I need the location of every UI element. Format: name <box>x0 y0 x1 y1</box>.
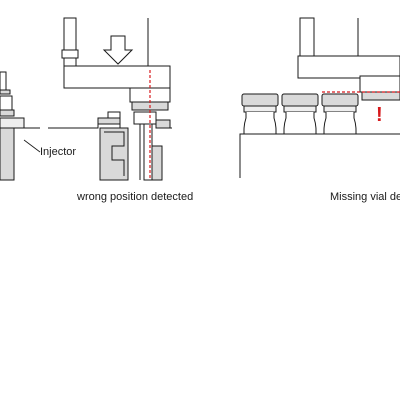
missing-vial-caption: Missing vial det <box>330 191 400 203</box>
horizontal-beam <box>63 65 171 89</box>
vial-3 <box>321 93 359 135</box>
vial-2 <box>281 93 319 135</box>
vial-1 <box>241 93 279 135</box>
warning-mark: ! <box>376 104 383 126</box>
left-panel <box>0 71 41 181</box>
wrong-position-caption: wrong position detected <box>77 191 194 203</box>
down-arrow-icon <box>102 35 134 65</box>
gripper-beam <box>297 55 400 79</box>
injector-diagram <box>48 17 172 181</box>
vial-diagram <box>239 17 400 178</box>
actuator-post <box>63 17 77 67</box>
injector-label: Injector <box>40 146 77 158</box>
